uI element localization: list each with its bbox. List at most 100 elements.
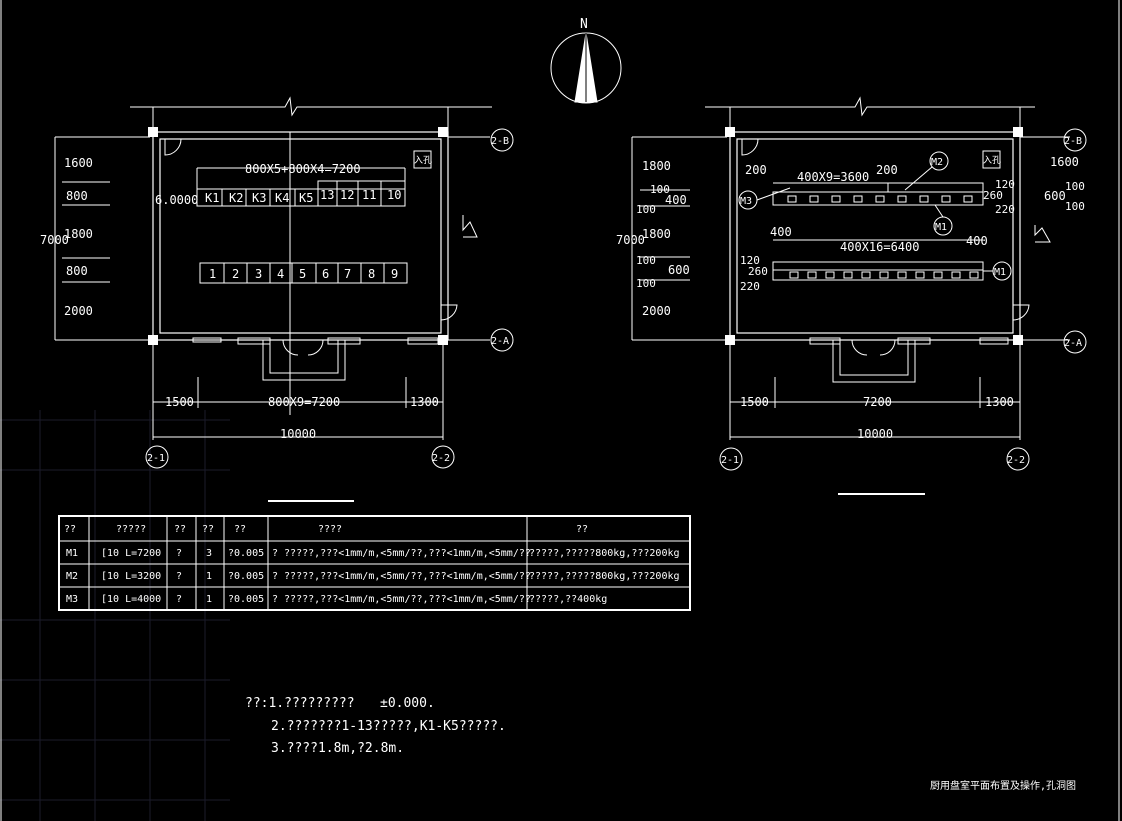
label-M1-upper: M1	[935, 222, 947, 233]
table-cell-1-2: ?	[176, 571, 182, 582]
background-grid	[0, 410, 230, 821]
table-text: ???????????????????M1[10 L=7200?3?0.005?…	[64, 524, 680, 605]
north-label: N	[580, 17, 588, 32]
table-cell-1-0: M2	[66, 571, 78, 582]
row1-cell-6: 12	[340, 188, 354, 202]
table-cell-2-0: M3	[66, 594, 78, 605]
row1-cell-3: K4	[275, 191, 289, 205]
table-header-4: ??	[234, 524, 246, 535]
row1-cell-1: K2	[229, 191, 243, 205]
note-1b: ±0.000.	[380, 696, 435, 711]
table-cell-0-1: [10 L=7200	[101, 548, 161, 559]
right-axis-2B: 2-B	[1064, 136, 1082, 147]
left-total-v: 7000	[40, 233, 69, 247]
table-cell-2-2: ?	[176, 594, 182, 605]
row1-cell-2: K3	[252, 191, 266, 205]
left-axis-22: 2-2	[432, 453, 450, 464]
table-cell-0-3: 3	[206, 548, 212, 559]
left-bdim-3: 1300	[410, 395, 439, 409]
left-total-h: 10000	[280, 427, 316, 441]
table-cell-0-4: ?0.005	[228, 548, 264, 559]
row1-cell-8: 10	[387, 188, 401, 202]
right-bdim-1: 1500	[740, 395, 769, 409]
table-cell-0-2: ?	[176, 548, 182, 559]
right-total-h: 10000	[857, 427, 893, 441]
embed-plates-row2	[789, 271, 979, 279]
north-arrow: N	[550, 17, 622, 104]
table-header-1: ?????	[116, 524, 146, 535]
note-3: 3.????1.8m,?2.8m.	[271, 741, 404, 756]
notes: ??:1.????????? ±0.000. 2.???????1-13????…	[245, 696, 506, 756]
left-top-dim: 800X5+800X4=7200	[245, 162, 361, 176]
row2-cell-3: 4	[277, 267, 284, 281]
label-M3: M3	[740, 196, 752, 207]
right-rsmall-120: 120	[995, 178, 1015, 191]
row2-cell-8: 9	[391, 267, 398, 281]
left-entry-label: 入孔	[414, 155, 432, 166]
left-vdim-1: 1600	[64, 156, 93, 170]
right-bdim-3: 1300	[985, 395, 1014, 409]
left-vdim-3: 1800	[64, 227, 93, 241]
left-axis-2B: 2-B	[491, 136, 509, 147]
right-small-260: 260	[748, 265, 768, 278]
left-axis-21: 2-1	[147, 453, 165, 464]
right-side-1600: 1600	[1050, 155, 1079, 169]
right-small-220: 220	[740, 280, 760, 293]
note-2: 2.???????1-13?????,K1-K5?????.	[271, 719, 506, 734]
left-bdim-2: 800X9=7200	[268, 395, 340, 409]
table-header-3: ??	[202, 524, 214, 535]
table-cell-1-5: ? ?????,???<1mm/m,<5mm/??,???<1mm/m,<5mm…	[272, 571, 531, 582]
right-axis-21: 2-1	[721, 455, 739, 466]
right-axis-2A: 2-A	[1064, 338, 1082, 349]
table-cell-2-3: 1	[206, 594, 212, 605]
embed-plates-row1	[787, 195, 973, 203]
row1-cell-0: K1	[205, 191, 219, 205]
right-lsmall-1: 100	[650, 183, 670, 196]
row1-cell-7: 11	[362, 188, 376, 202]
right-lsmall2-600: 600	[668, 263, 690, 277]
right-lsmall2-1: 100	[636, 254, 656, 267]
table-cell-2-6: ?????,??400kg	[529, 594, 607, 605]
table-cell-2-1: [10 L=4000	[101, 594, 161, 605]
right-rsmall-220: 220	[995, 203, 1015, 216]
row2-cell-4: 5	[299, 267, 306, 281]
right-dim-200a: 200	[745, 163, 767, 177]
right-vdim-3: 2000	[642, 304, 671, 318]
row2-cell-0: 1	[209, 267, 216, 281]
table-cell-1-6: ?????,?????800kg,???200kg	[529, 571, 680, 582]
right-lsmall-2: 100	[636, 203, 656, 216]
left-elevation: 6.0000	[155, 193, 198, 207]
embed-table	[58, 515, 691, 611]
right-dim-400a: 400	[770, 225, 792, 239]
right-plan: 200 400X9=3600 200 400 400X16=6400 400 1…	[616, 96, 1087, 495]
table-header-2: ??	[174, 524, 186, 535]
label-M2: M2	[931, 157, 943, 168]
right-total-v: 7000	[616, 233, 645, 247]
right-dim-top: 400X9=3600	[797, 170, 869, 184]
table-header-0: ??	[64, 524, 76, 535]
right-side-600: 600	[1044, 189, 1066, 203]
right-axis-22: 2-2	[1007, 455, 1025, 466]
table-cell-0-5: ? ?????,???<1mm/m,<5mm/??,???<1mm/m,<5mm…	[272, 548, 531, 559]
row2-cell-2: 3	[255, 267, 262, 281]
drawing-caption: 厨用盘室平面布置及操作,孔洞图	[930, 779, 1076, 792]
left-vdim-5: 2000	[64, 304, 93, 318]
right-dim-mid: 400X16=6400	[840, 240, 919, 254]
right-vdim-1: 1800	[642, 159, 671, 173]
table-cell-1-4: ?0.005	[228, 571, 264, 582]
table-cell-2-5: ? ?????,???<1mm/m,<5mm/??,???<1mm/m,<5mm…	[272, 594, 531, 605]
right-vdim-2: 1800	[642, 227, 671, 241]
left-bdim-1: 1500	[165, 395, 194, 409]
table-cell-2-4: ?0.005	[228, 594, 264, 605]
table-cell-0-0: M1	[66, 548, 78, 559]
right-side-100b: 100	[1065, 200, 1085, 213]
right-entry-label: 入孔	[983, 155, 1001, 166]
right-dim-400b: 400	[966, 234, 988, 248]
left-axis-2A: 2-A	[491, 336, 509, 347]
right-bdim-2: 7200	[863, 395, 892, 409]
row2-cell-5: 6	[322, 267, 329, 281]
left-plan: 800X5+800X4=7200 6.0000 入孔 1600 800 1800…	[40, 96, 514, 502]
left-vdim-4: 800	[66, 264, 88, 278]
